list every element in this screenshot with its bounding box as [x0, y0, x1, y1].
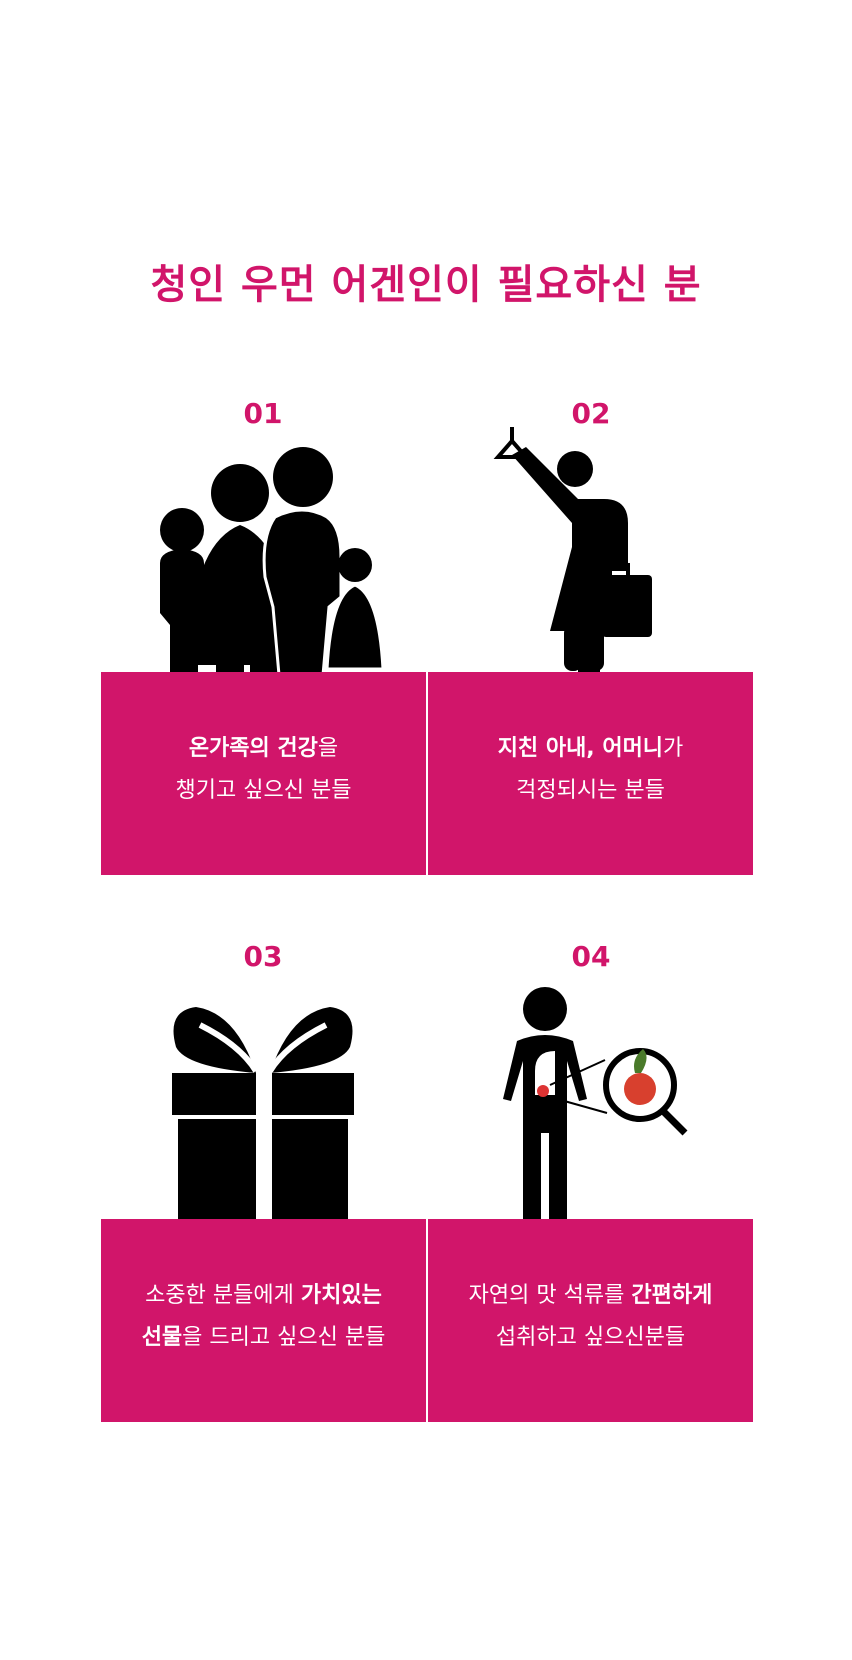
item-text-bold: 지친 아내, 어머니: [497, 736, 664, 761]
item-card: 지친 아내, 어머니가 걱정되시는 분들: [428, 672, 753, 875]
page-title: 청인 우먼 어겐인이 필요하신 분: [150, 262, 702, 308]
item-text: 자연의 맛 석류를: [468, 1283, 632, 1308]
item-card: 자연의 맛 석류를 간편하게 섭취하고 싶으신분들: [428, 1219, 753, 1422]
item-text: 걱정되시는 분들: [516, 778, 665, 803]
item-number: 03: [243, 940, 283, 973]
gift-icon: [170, 1007, 356, 1219]
item-text-bold: 온가족의 건강: [188, 736, 318, 761]
item-text: 가: [663, 736, 684, 761]
pomegranate-intake-icon: [503, 987, 688, 1219]
item-text: 소중한 분들에게: [145, 1283, 301, 1308]
item-card: 소중한 분들에게 가치있는 선물을 드리고 싶으신 분들: [101, 1219, 426, 1422]
item-number: 02: [571, 397, 611, 430]
item-text: 을: [317, 736, 339, 761]
item-number: 01: [243, 397, 283, 430]
commuter-woman-icon: [493, 427, 652, 673]
item-text-bold: 가치있는: [300, 1283, 382, 1308]
family-icon: [160, 447, 385, 673]
item-text-bold: 간편하게: [631, 1283, 713, 1308]
item-number: 04: [571, 940, 611, 973]
item-card: 온가족의 건강을 챙기고 싶으신 분들: [101, 672, 426, 875]
item-text: 챙기고 싶으신 분들: [175, 778, 352, 803]
item-text: 섭취하고 싶으신분들: [495, 1325, 686, 1350]
item-text-bold: 선물: [141, 1325, 183, 1350]
item-text: 을 드리고 싶으신 분들: [182, 1325, 386, 1350]
